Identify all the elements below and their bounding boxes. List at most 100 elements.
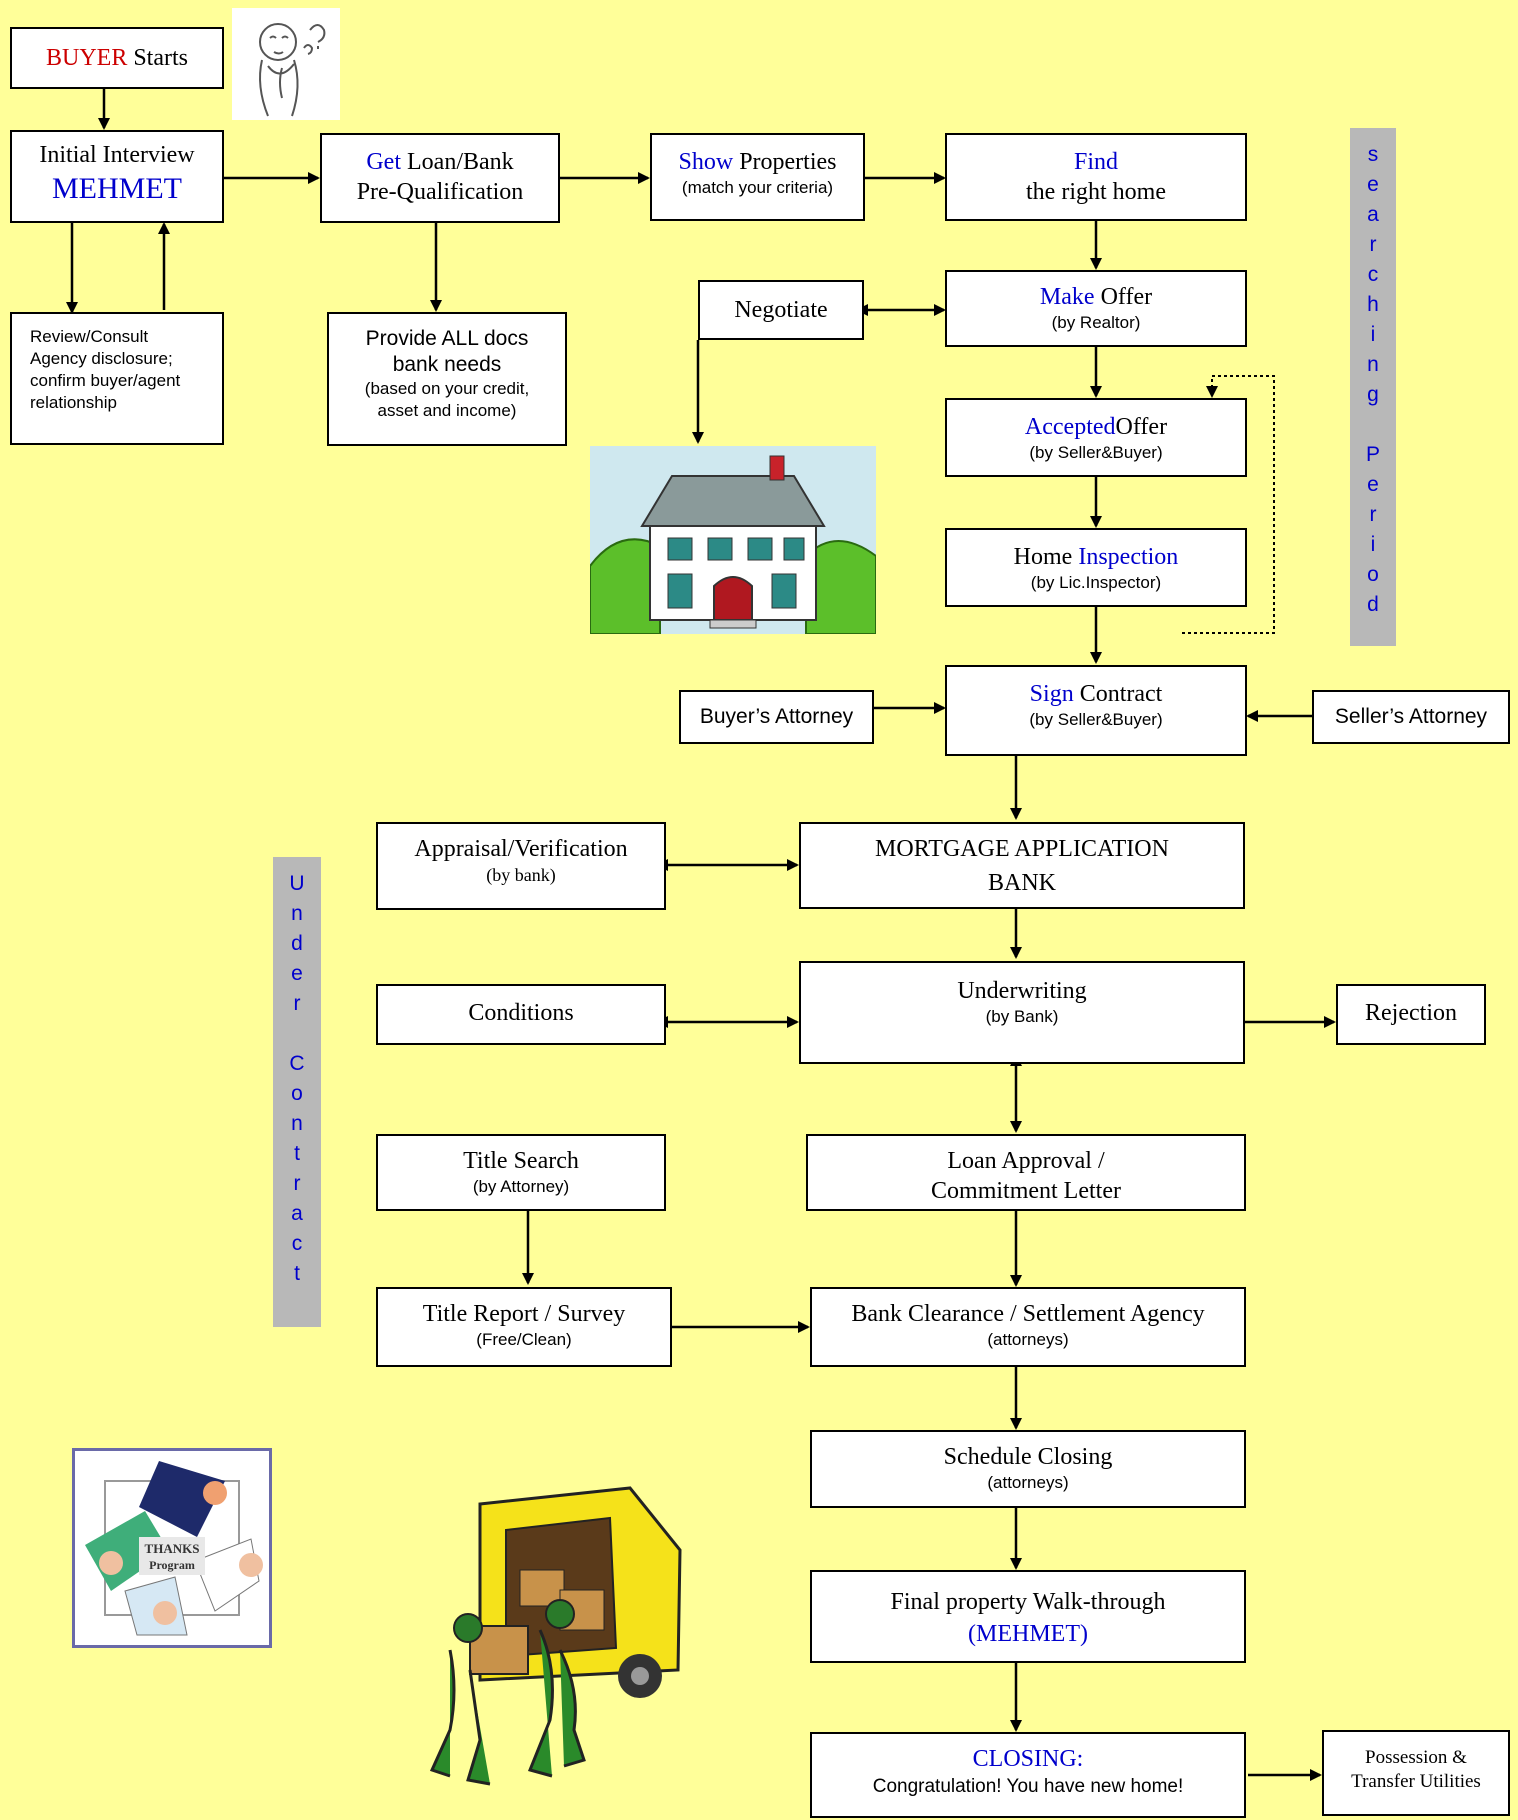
inspection-sub: (by Lic.Inspector): [1030, 573, 1162, 592]
accepted-offer-label: Offer: [1115, 414, 1168, 440]
side-letter: c: [1367, 263, 1379, 286]
walkthrough-box: Final property Walk-through (MEHMET): [810, 1570, 1246, 1663]
title-search-sub: (by Attorney): [472, 1177, 570, 1196]
walkthrough-name: (MEHMET): [968, 1621, 1088, 1647]
schedule-closing-label: Schedule Closing: [943, 1444, 1113, 1470]
buyer-label: BUYER: [45, 45, 128, 71]
appraisal-label: Appraisal/Verification: [414, 836, 628, 862]
side-letter: [1350, 410, 1396, 440]
side-letter: e: [1367, 173, 1379, 196]
sign-contract-box: Sign Contract (by Seller&Buyer): [945, 665, 1247, 756]
buyer-starts-box: BUYER Starts: [10, 27, 224, 89]
side-letter: e: [1367, 473, 1379, 496]
congratulation-label: Congratulation! You have new home!: [872, 1776, 1184, 1797]
sellers-attorney-label: Seller’s Attorney: [1334, 705, 1488, 728]
side-letter: i: [1370, 323, 1376, 346]
loan-approval-box: Loan Approval / Commitment Letter: [806, 1134, 1246, 1211]
negotiate-box: Negotiate: [698, 280, 864, 340]
side-letter: i: [1370, 533, 1376, 556]
side-letter: o: [291, 1082, 303, 1105]
docs-line-4: asset and income): [377, 401, 517, 420]
get-loan-box: Get Loan/Bank Pre-Qualification: [320, 133, 560, 223]
side-letter: h: [1367, 293, 1379, 316]
title-report-label: Title Report / Survey: [422, 1301, 626, 1327]
side-letter: t: [294, 1142, 300, 1165]
negotiate-label: Negotiate: [734, 297, 828, 323]
show-label: Show: [678, 149, 734, 175]
offer-label: Offer: [1094, 284, 1153, 310]
loan-bank-label: Loan/Bank: [401, 149, 514, 175]
loan-approval-label: Loan Approval /: [947, 1148, 1105, 1174]
sellers-attorney-box: Seller’s Attorney: [1312, 690, 1510, 744]
bank-clearance-label: Bank Clearance / Settlement Agency: [851, 1301, 1205, 1327]
schedule-closing-sub: (attorneys): [987, 1473, 1069, 1492]
get-label: Get: [366, 149, 401, 175]
review-line-3: confirm buyer/agent: [30, 371, 181, 390]
right-home-label: the right home: [1026, 179, 1166, 205]
side-letter: n: [291, 1112, 303, 1135]
side-letter: n: [291, 902, 303, 925]
sign-label: Sign: [1029, 681, 1074, 707]
side-letter: e: [291, 962, 303, 985]
side-letter: s: [1367, 143, 1379, 166]
title-search-box: Title Search (by Attorney): [376, 1134, 666, 1211]
program-word: Program: [149, 1558, 195, 1572]
bank-clearance-sub: (attorneys): [987, 1330, 1069, 1349]
closing-box: CLOSING: Congratulation! You have new ho…: [810, 1732, 1246, 1818]
side-letter: r: [293, 992, 301, 1015]
find-home-box: Find the right home: [945, 133, 1247, 221]
side-letter: c: [291, 1232, 303, 1255]
side-letter: a: [291, 1202, 303, 1225]
side-letter: t: [294, 1262, 300, 1285]
side-letter: d: [291, 932, 303, 955]
docs-line-2: bank needs: [392, 353, 502, 376]
provide-docs-box: Provide ALL docs bank needs (based on yo…: [327, 312, 567, 446]
side-letter: d: [1367, 593, 1379, 616]
rejection-label: Rejection: [1365, 1000, 1457, 1026]
buyers-attorney-box: Buyer’s Attorney: [679, 690, 874, 744]
initial-interview-label: Initial Interview: [39, 142, 195, 168]
appraisal-sub: (by bank): [486, 865, 556, 885]
rejection-box: Rejection: [1336, 984, 1486, 1045]
schedule-closing-box: Schedule Closing (attorneys): [810, 1430, 1246, 1508]
appraisal-box: Appraisal/Verification (by bank): [376, 822, 666, 910]
transfer-utilities-label: Transfer Utilities: [1351, 1771, 1481, 1792]
docs-line-3: (based on your credit,: [364, 379, 530, 398]
review-line-1: Review/Consult: [30, 327, 149, 346]
thanks-word: THANKS: [145, 1541, 200, 1556]
possession-label: Possession &: [1365, 1747, 1467, 1768]
docs-line-1: Provide ALL docs: [365, 327, 529, 350]
title-search-label: Title Search: [463, 1148, 579, 1174]
underwriting-sub: (by Bank): [985, 1007, 1059, 1026]
conditions-label: Conditions: [468, 1000, 574, 1026]
show-sub-label: (match your criteria): [681, 178, 834, 197]
review-line-2: Agency disclosure;: [30, 349, 173, 368]
thanks-handshake-image: THANKS Program: [72, 1448, 272, 1648]
accepted-label: Accepted: [1024, 414, 1116, 440]
thinking-person-image: [232, 8, 340, 120]
mortgage-application-box: MORTGAGE APPLICATION BANK: [799, 822, 1245, 909]
home-label: Home: [1013, 544, 1079, 570]
house-image: [589, 446, 877, 635]
show-properties-box: Show Properties (match your criteria): [650, 133, 865, 221]
mortgage-label: MORTGAGE APPLICATION: [875, 836, 1169, 862]
side-letter: g: [1367, 383, 1379, 406]
side-letter: o: [1367, 563, 1379, 586]
make-offer-sub: (by Realtor): [1051, 313, 1141, 332]
side-letter: a: [1367, 203, 1379, 226]
review-line-4: relationship: [30, 393, 117, 412]
inspection-label: Inspection: [1078, 544, 1179, 570]
home-inspection-box: Home Inspection (by Lic.Inspector): [945, 528, 1247, 607]
bank-clearance-box: Bank Clearance / Settlement Agency (atto…: [810, 1287, 1246, 1367]
bank-label: BANK: [987, 870, 1056, 896]
side-letter: C: [289, 1052, 305, 1075]
walkthrough-label: Final property Walk-through: [890, 1589, 1166, 1615]
side-letter: n: [1367, 353, 1379, 376]
dotted-loop-inspection-accepted: [1182, 375, 1275, 634]
review-consult-box: Review/Consult Agency disclosure; confir…: [10, 312, 224, 445]
possession-box: Possession & Transfer Utilities: [1322, 1730, 1510, 1816]
side-letter: r: [293, 1172, 301, 1195]
interviewer-name: MEHMET: [52, 172, 182, 205]
accepted-offer-box: AcceptedOffer (by Seller&Buyer): [945, 398, 1247, 477]
